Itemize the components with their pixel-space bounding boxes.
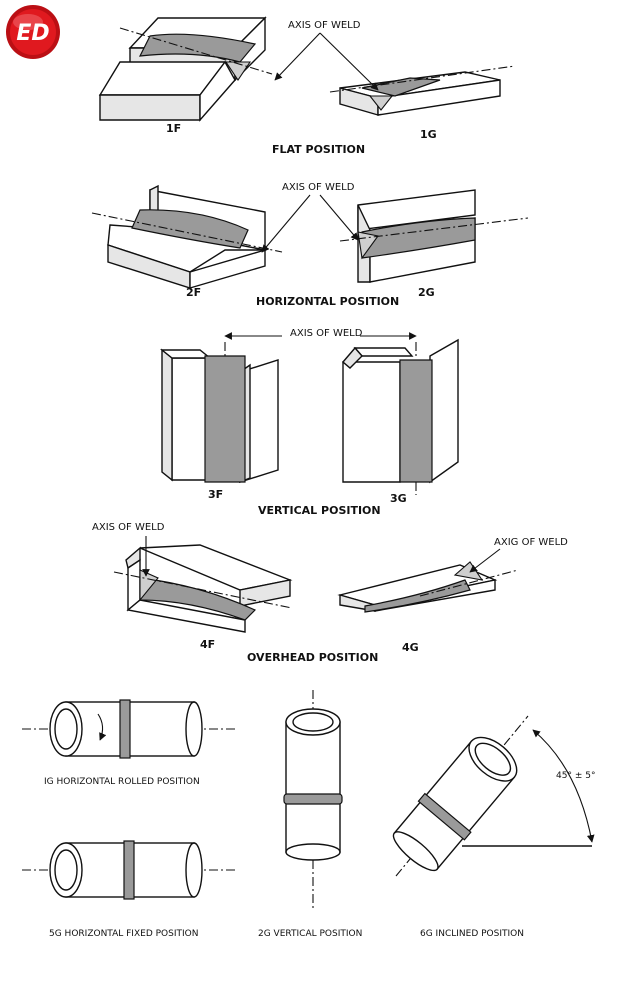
- flat-1f-joint: [98, 16, 267, 122]
- flat-title: FLAT POSITION: [272, 143, 365, 156]
- horizontal-title: HORIZONTAL POSITION: [256, 295, 399, 308]
- horizontal-axis-label: AXIS OF WELD: [282, 182, 355, 193]
- overhead-axis-label-right: AXIG OF WELD: [494, 537, 568, 548]
- overhead-title: OVERHEAD POSITION: [247, 651, 378, 664]
- overhead-axis-label-left: AXIS OF WELD: [92, 522, 165, 533]
- horizontal-2g-axis: [339, 217, 529, 242]
- overhead-4f-joint: [125, 544, 293, 633]
- logo-icon: ED: [6, 5, 60, 59]
- horizontal-2f-joint: [107, 184, 266, 289]
- pipe-5g-label: 5G HORIZONTAL FIXED POSITION: [49, 929, 198, 939]
- vertical-title: VERTICAL POSITION: [258, 504, 381, 517]
- flat-1f-axis: [119, 27, 273, 75]
- pipe-6g-angle: 45° ± 5°: [556, 771, 595, 781]
- vertical-axis-label: AXIS OF WELD: [290, 328, 363, 339]
- flat-axis-label: AXIS OF WELD: [288, 20, 361, 31]
- overhead-label-4g: 4G: [402, 641, 419, 654]
- pipe-1g-rolled: [22, 699, 238, 759]
- pipe-6g-inclined: [392, 715, 595, 877]
- overhead-4g-joint: [337, 561, 498, 613]
- flat-1g-joint: [339, 71, 501, 116]
- flat-label-1f: 1F: [166, 122, 181, 135]
- flat-axis-arrow-right: [319, 32, 379, 91]
- vertical-label-3g: 3G: [390, 492, 407, 505]
- horizontal-axis-arrow-left: [261, 194, 311, 253]
- pipe-6g-label: 6G INCLINED POSITION: [420, 929, 524, 939]
- overhead-4f-axis: [113, 571, 293, 609]
- logo-text: ED: [16, 21, 49, 46]
- horizontal-label-2f: 2F: [186, 286, 201, 299]
- pipe-1g-label: IG HORIZONTAL ROLLED POSITION: [44, 777, 200, 787]
- vertical-3g-joint: [342, 338, 459, 484]
- overhead-label-4f: 4F: [200, 638, 215, 651]
- pipe-2g-vertical: [283, 690, 343, 910]
- horizontal-axis-arrow-right: [319, 194, 359, 241]
- flat-axis-arrow-left: [274, 32, 321, 81]
- flat-1g-axis: [329, 65, 516, 93]
- pipe-5g-fixed: [22, 840, 238, 900]
- vertical-axis-label-bg: [282, 326, 360, 340]
- vertical-3f-joint: [160, 348, 279, 484]
- flat-label-1g: 1G: [420, 128, 437, 141]
- horizontal-2f-axis: [91, 212, 283, 253]
- horizontal-label-2g: 2G: [418, 286, 435, 299]
- pipe-2g-label: 2G VERTICAL POSITION: [258, 929, 362, 939]
- horizontal-2g-joint: [357, 189, 476, 283]
- overhead-axis-arrow-right: [469, 548, 501, 573]
- vertical-label-3f: 3F: [208, 488, 223, 501]
